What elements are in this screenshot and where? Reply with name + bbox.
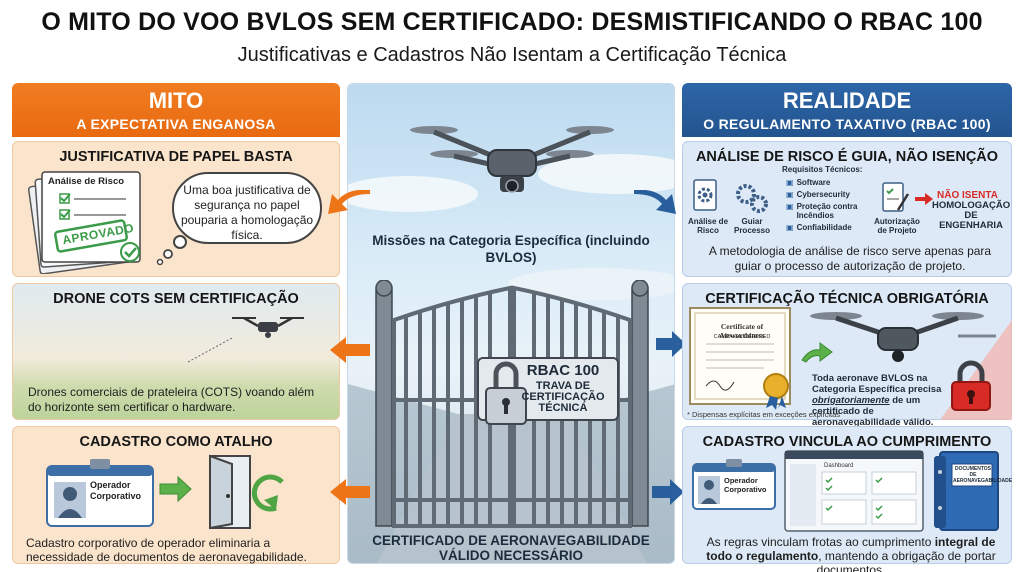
requirement-item: Confiabilidade <box>796 223 852 232</box>
certificate-subtitle: CAMPAIGN OFFERED <box>713 334 771 340</box>
thought-bubble <box>172 172 322 244</box>
flight-path-icon <box>187 337 233 363</box>
thought-bubble-tail <box>156 235 187 266</box>
registry-caption: As regras vinculam frotas ao cumprimento… <box>692 535 1010 572</box>
risk-document-icon <box>27 171 141 274</box>
requirement-item: Proteção contra Incêndios <box>796 202 858 220</box>
check-icon: ▣ <box>786 178 794 187</box>
reality-header: REALIDADE O REGULAMENTO TAXATIVO (RBAC 1… <box>682 83 1012 137</box>
step-guide-process: Guiar Processo <box>733 217 771 235</box>
reality-panel-title: ANÁLISE DE RISCO É GUIA, NÃO ISENÇÃO <box>695 149 999 165</box>
caption-emphasis: obrigatoriamente <box>812 395 890 406</box>
cots-drone-icon <box>232 316 304 338</box>
myth-subheading: A EXPECTATIVA ENGANOSA <box>76 116 276 132</box>
operator-badge-icon <box>692 459 776 510</box>
padlock-icon <box>951 360 991 411</box>
missions-label: Missões na Categoria Específica (incluin… <box>372 233 650 265</box>
open-door-icon <box>209 454 284 530</box>
step-project-authorization: Autorização de Projeto <box>874 217 920 235</box>
certified-drone-icon <box>810 312 996 362</box>
caption-part: , mantendo a obrigação de portar documen… <box>816 549 996 572</box>
risk-document-title: Análise de Risco <box>48 176 125 187</box>
myth-heading: MITO <box>148 88 204 113</box>
gate-icon <box>375 280 649 528</box>
check-icon: ▣ <box>786 190 794 199</box>
myth-panel-title: DRONE COTS SEM CERTIFICAÇÃO <box>53 291 299 307</box>
process-gears-icon <box>736 184 768 213</box>
caption-part: Toda aeronave BVLOS na Categoria Específ… <box>812 373 942 395</box>
requirements-list: ▣Software ▣Cybersecurity ▣Proteção contr… <box>786 178 870 232</box>
myth-header: MITO A EXPECTATIVA ENGANOSA <box>12 83 340 137</box>
reality-subheading: O REGULAMENTO TAXATIVO (RBAC 100) <box>703 116 991 132</box>
center-drone-icon <box>410 126 614 193</box>
certificate-required-label: CERTIFICADO DE AERONAVEGABILIDADE VÁLIDO… <box>372 533 650 563</box>
rbac-lock-plate: RBAC 100 TRAVA DE CERTIFICAÇÃO TÉCNICA <box>478 358 618 420</box>
green-arrow-icon <box>159 476 192 502</box>
rbac-lock-subtitle: TRAVA DE CERTIFICAÇÃO TÉCNICA <box>521 380 605 414</box>
reality-panel-risk: ANÁLISE DE RISCO É GUIA, NÃO ISENÇÃO <box>682 141 1012 277</box>
cots-caption: Drones comerciais de prateleira (COTS) v… <box>28 385 315 414</box>
reality-heading: REALIDADE <box>782 88 912 113</box>
risk-caption: A metodologia de análise de risco serve … <box>708 244 992 273</box>
orange-arrow-1 <box>328 190 370 214</box>
operator-badge-label: Operador Corporativo <box>90 480 142 501</box>
requirement-item: Software <box>796 178 831 187</box>
reality-panel-title: CADASTRO VINCULA AO CUMPRIMENTO <box>702 434 992 450</box>
blue-arrow-3 <box>652 479 684 505</box>
caption-emphasis: integral de todo o regulamento <box>706 535 996 563</box>
operator-badge-label: Operador Corporativo <box>724 476 767 494</box>
not-exempt-label: NÃO ISENTA <box>937 190 998 201</box>
myth-panel-cots: DRONE COTS SEM CERTIFICAÇÃO <box>12 283 340 420</box>
blue-arrow-2 <box>656 331 686 357</box>
rbac-lock-title: RBAC 100 <box>526 362 600 379</box>
step-risk-analysis: Análise de Risco <box>688 217 729 235</box>
dashboard-screen-icon <box>784 450 924 532</box>
reality-panel-title: CERTIFICAÇÃO TÉCNICA OBRIGATÓRIA <box>705 291 989 307</box>
red-arrow-icon <box>915 193 933 205</box>
page-title: O MITO DO VOO BVLOS SEM CERTIFICADO: DES… <box>41 8 983 36</box>
binder-icon <box>934 451 999 531</box>
operator-badge-icon <box>46 459 154 527</box>
risk-gear-icon <box>693 179 717 211</box>
certificate-document-icon <box>689 307 791 410</box>
center-scene: Missões na Categoria Específica (incluin… <box>347 83 675 564</box>
orange-arrow-2 <box>330 337 370 363</box>
check-icon: ▣ <box>786 202 794 211</box>
page-subtitle: Justificativas e Cadastros Não Isentam a… <box>237 44 787 66</box>
binder-label: DOCUMENTOS DE AERONAVEGABILIDADE <box>953 466 1013 484</box>
certification-footnote: * Dispensas explícitas em exceções explí… <box>687 410 840 419</box>
myth-panel-title: CADASTRO COMO ATALHO <box>79 434 273 450</box>
requirements-title: Requisitos Técnicos: <box>782 165 863 174</box>
certification-caption: Toda aeronave BVLOS na Categoria Específ… <box>812 373 946 428</box>
caption-part: de um certificado de aeronavegabilidade … <box>812 395 934 428</box>
authorization-doc-icon <box>882 182 910 212</box>
certificate-title: Certificate of Airworthiness <box>719 322 765 340</box>
caption-part: As regras vinculam frotas ao cumprimento <box>706 535 935 549</box>
engineering-homologation-label: HOMOLOGAÇÃO DE ENGENHARIA <box>932 200 1011 231</box>
myth-panel-title: JUSTIFICATIVA DE PAPEL BASTA <box>59 149 293 165</box>
dashboard-label: Dashboard <box>824 463 854 469</box>
requirement-item: Cybersecurity <box>796 190 850 199</box>
shortcut-caption: Cadastro corporativo de operador elimina… <box>26 536 307 564</box>
check-icon: ▣ <box>786 223 794 232</box>
orange-arrow-3 <box>330 479 370 505</box>
thought-bubble-text: Uma boa justificativa de segurança no pa… <box>180 183 314 242</box>
blue-arrow-1 <box>634 190 676 214</box>
green-arrow-icon <box>801 342 833 363</box>
